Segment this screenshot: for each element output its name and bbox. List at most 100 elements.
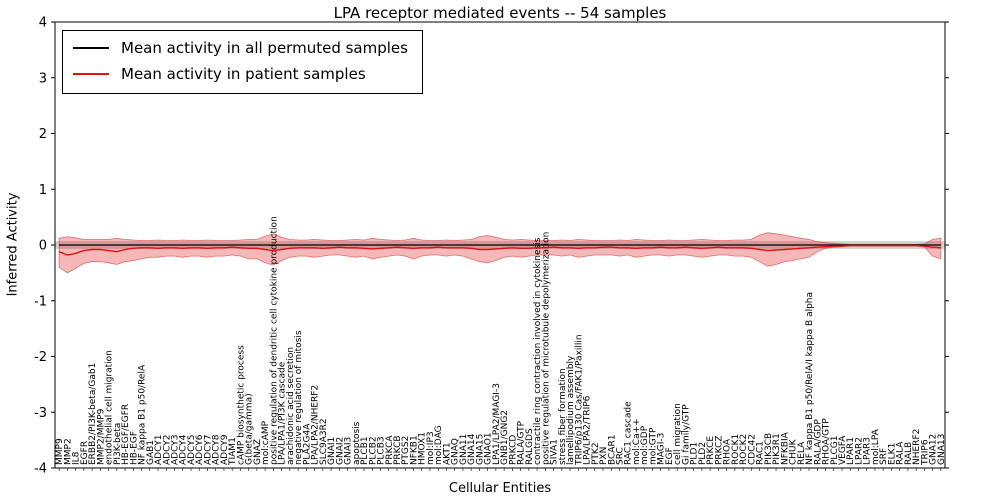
x-tick-label: PRKCZ — [714, 435, 724, 465]
x-tick-label: SLC9A3R2 — [319, 418, 329, 465]
x-tick-label: GNA14 — [467, 433, 477, 465]
x-tick-label: PRKCA — [385, 435, 395, 465]
y-tick-label: -1 — [34, 294, 47, 309]
legend-entry-permuted: Mean activity in all permuted samples — [73, 39, 408, 57]
x-tick-label: ADCY5 — [187, 435, 197, 465]
x-tick-label: GNA13 — [937, 434, 947, 465]
x-tick-label: RALA/GDP — [813, 419, 823, 465]
x-tick-label: mol:IP3 — [426, 431, 436, 465]
patient-band — [58, 232, 942, 274]
legend-label-permuted: Mean activity in all permuted samples — [121, 39, 408, 57]
y-tick-label: 1 — [39, 183, 47, 198]
x-tick-label: PRKCB — [393, 435, 403, 465]
x-tick-label: ROCK1 — [731, 434, 741, 465]
x-tick-label: GNAQ — [451, 438, 461, 465]
x-axis-label: Cellular Entities — [448, 481, 552, 496]
x-tick-label: CHUK — [789, 438, 799, 465]
legend-entry-patient: Mean activity in patient samples — [73, 65, 408, 83]
x-tick-label: endothelial cell migration — [105, 350, 115, 465]
chart-title: LPA receptor mediated events -- 54 sampl… — [333, 4, 667, 22]
x-tick-label: negative regulation of mitosis — [294, 330, 304, 465]
x-tick-label: LPA/LPA2/TRIP6 — [583, 395, 593, 465]
x-tick-label: PLCB1 — [360, 436, 370, 465]
x-tick-label: HB-EGF — [129, 431, 139, 465]
x-tick-label: MMP9 — [55, 438, 65, 465]
x-tick-label: GNA15 — [475, 434, 485, 465]
y-tick-label: 0 — [39, 239, 47, 254]
x-tick-label: SRC — [615, 447, 625, 465]
x-tick-label: EGFR — [80, 441, 90, 465]
y-tick-label: 4 — [39, 16, 47, 31]
x-tick-label: RHOA — [723, 438, 733, 465]
x-tick-label: arachidonic acid secretion — [286, 347, 296, 465]
x-tick-label: NFKBIA — [780, 431, 790, 465]
x-tick-label: RAC1 — [756, 441, 766, 465]
x-tick-label: PLCG1 — [830, 436, 840, 465]
x-tick-label: RALB — [904, 442, 914, 465]
x-tick-label: PLA2G4A — [302, 423, 312, 465]
x-tick-label: LPA1/LPA2/MAGI-3 — [492, 383, 502, 465]
x-tick-label: LPA/LPA2/NHERF2 — [311, 385, 321, 465]
x-tick-label: ADCY4 — [179, 434, 189, 465]
x-tick-label: HB-EGF/EGFR — [121, 404, 131, 465]
x-tick-label: LPAR2 — [854, 437, 864, 465]
x-tick-label: PXN — [599, 447, 609, 465]
x-tick-label: CDC42 — [747, 434, 757, 465]
x-tick-label: ELK1 — [887, 443, 897, 465]
x-tick-label: ADCY6 — [195, 434, 205, 465]
x-tick-label: MMP2 — [63, 438, 73, 465]
x-tick-label: contractile ring contraction involved in… — [533, 237, 543, 465]
x-tick-label: RELA — [797, 441, 807, 465]
x-tick-label: GNAI2 — [335, 437, 345, 465]
x-tick-label: PI3K-beta — [113, 423, 123, 465]
x-tick-label: PLCB3 — [377, 436, 387, 465]
x-tick-label: NHERF2 — [912, 429, 922, 465]
x-tick-label: RALGDS — [525, 428, 535, 465]
x-tick-label: ADCY1 — [154, 435, 164, 465]
x-tick-label: GNA11 — [459, 434, 469, 465]
y-tick-label: -4 — [34, 462, 47, 477]
x-tick-label: stress fiber formation — [558, 368, 568, 465]
x-tick-label: Gi family/GTP — [681, 404, 691, 465]
x-tick-label: cell migration — [673, 403, 683, 465]
x-tick-label: PRKCD — [508, 435, 518, 465]
x-tick-label: RAC1 cascade — [624, 401, 634, 465]
y-tick-label: -3 — [34, 406, 47, 421]
x-tick-label: mol:GDP — [640, 425, 650, 465]
x-tick-label: PLCB2 — [368, 436, 378, 465]
x-tick-label: positive regulation of microtubule depol… — [541, 232, 551, 465]
x-tick-label: apoptosis — [352, 421, 362, 465]
x-tick-label: PTK2 — [591, 442, 601, 465]
x-tick-label: BCAR1 — [607, 435, 617, 465]
x-tick-label: LPAR1 — [846, 437, 856, 465]
x-tick-label: EGF — [665, 447, 675, 465]
x-tick-label: HMOX1 — [418, 432, 428, 465]
x-tick-label: PLD2 — [698, 442, 708, 465]
x-tick-label: GNA12 — [929, 434, 939, 465]
x-tick-label: PTGS2 — [401, 436, 411, 465]
y-tick-label: 3 — [39, 71, 47, 86]
x-tick-label: RALA — [896, 441, 906, 465]
x-tick-label: mol:DAG — [434, 425, 444, 465]
x-tick-label: RALA/GTP — [517, 420, 527, 465]
x-tick-label: PIK3CB — [764, 433, 774, 465]
x-tick-label: GAB1 — [146, 440, 156, 465]
x-tick-label: mol:LPA — [871, 428, 881, 465]
x-tick-label: IL8 — [72, 451, 82, 465]
x-tick-label: GNAZ — [253, 439, 263, 465]
x-tick-label: PIK3R1 — [772, 433, 782, 465]
patient-mean-line — [58, 244, 941, 256]
y-tick-label: 2 — [39, 127, 47, 142]
x-tick-label: mol:cAMP — [261, 420, 271, 465]
x-tick-label: TRIP6/p130 Cas/FAK1/Paxillin — [574, 334, 584, 466]
x-tick-label: NF kappa B1 p50/RelA/I kappa B alpha — [805, 292, 815, 465]
x-tick-label: positive regulation of dendritic cell cy… — [269, 216, 279, 465]
x-tick-label: RHOA/GTP — [822, 418, 832, 465]
x-tick-label: MAGI-3 — [657, 433, 667, 465]
x-tick-label: GNAI1 — [327, 437, 337, 465]
x-tick-label: GNAO1 — [484, 432, 494, 465]
x-tick-label: G(beta/gamma) — [245, 393, 255, 465]
x-tick-label: ADCY3 — [170, 435, 180, 465]
x-tick-label: MMP2/MMP9 — [96, 408, 106, 465]
